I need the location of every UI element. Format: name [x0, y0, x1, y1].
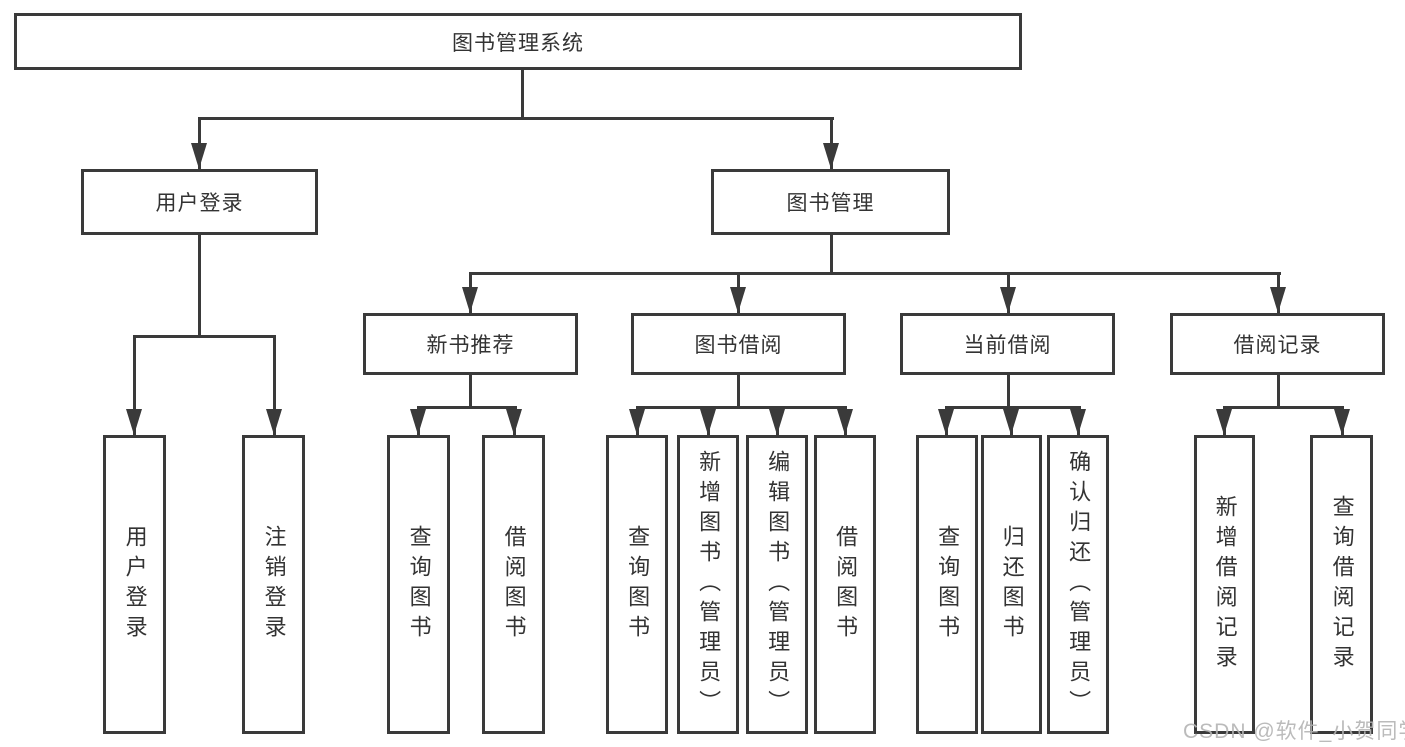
- leaf-return-books-label: 归还图书: [999, 524, 1025, 645]
- leaf-add-borrow-record: 新增借阅记录: [1194, 435, 1255, 734]
- arrow-down-icon: [1003, 409, 1019, 435]
- leaf-borrow-books-new-book: 借阅图书: [482, 435, 545, 734]
- connector-new-book-trunk: [468, 375, 472, 407]
- node-new-book-recommend-label: 新书推荐: [426, 334, 515, 357]
- arrow-down-icon: [1070, 409, 1086, 435]
- arrow-down-icon: [1334, 409, 1350, 435]
- node-library-system: 图书管理系统: [14, 13, 1022, 70]
- connector-borrow-records-trunk: [1276, 375, 1280, 407]
- node-user-login: 用户登录: [81, 169, 318, 235]
- connector-drop-leaf-logout: [272, 336, 276, 435]
- arrow-down-icon: [730, 287, 746, 313]
- leaf-query-books-new-book: 查询图书: [387, 435, 450, 734]
- leaf-user-login: 用户登录: [103, 435, 166, 734]
- connector-drop-leaf-user-login: [132, 336, 136, 435]
- node-new-book-recommend: 新书推荐: [363, 313, 578, 375]
- leaf-confirm-return-admin: 确认归还（管理员）: [1047, 435, 1109, 734]
- node-user-login-label: 用户登录: [155, 192, 244, 215]
- leaf-confirm-return-admin-label: 确认归还（管理员）: [1066, 449, 1092, 720]
- arrow-down-icon: [1216, 409, 1232, 435]
- leaf-edit-books-admin: 编辑图书（管理员）: [746, 435, 808, 734]
- connector-current-borrow-split: [944, 405, 1081, 409]
- leaf-query-books-label: 查询图书: [935, 524, 961, 645]
- connector-book-borrow-trunk: [736, 375, 740, 407]
- leaf-borrow-books-book-borrow: 借阅图书: [814, 435, 876, 734]
- arrow-down-icon: [410, 409, 426, 435]
- node-borrow-records-label: 借阅记录: [1233, 334, 1322, 357]
- leaf-logout: 注销登录: [242, 435, 305, 734]
- connector-user-login-trunk: [197, 235, 201, 336]
- node-book-borrow: 图书借阅: [631, 313, 846, 375]
- arrow-down-icon: [191, 143, 207, 169]
- arrow-down-icon: [266, 409, 282, 435]
- csdn-watermark: CSDN @软件_小贺同学: [1183, 720, 1405, 743]
- node-book-borrow-label: 图书借阅: [694, 334, 783, 357]
- arrow-down-icon: [769, 409, 785, 435]
- leaf-user-login-label: 用户登录: [122, 524, 148, 645]
- arrow-down-icon: [462, 287, 478, 313]
- node-borrow-records: 借阅记录: [1170, 313, 1385, 375]
- leaf-query-borrow-record: 查询借阅记录: [1310, 435, 1373, 734]
- leaf-edit-books-admin-label: 编辑图书（管理员）: [765, 449, 791, 720]
- leaf-borrow-books-label: 借阅图书: [833, 524, 859, 645]
- arrow-down-icon: [1270, 287, 1286, 313]
- arrow-down-icon: [823, 143, 839, 169]
- connector-root-trunk: [520, 70, 524, 118]
- connector-root-split: [197, 116, 834, 120]
- node-current-borrow: 当前借阅: [900, 313, 1115, 375]
- connector-user-login-split: [132, 334, 276, 338]
- node-library-system-label: 图书管理系统: [452, 31, 584, 55]
- leaf-add-books-admin: 新增图书（管理员）: [677, 435, 739, 734]
- leaf-query-books-label: 查询图书: [625, 524, 651, 645]
- connector-new-book-split: [416, 405, 517, 409]
- leaf-add-books-admin-label: 新增图书（管理员）: [696, 449, 722, 720]
- connector-book-management-split: [468, 271, 1281, 275]
- arrow-down-icon: [938, 409, 954, 435]
- arrow-down-icon: [126, 409, 142, 435]
- node-book-management: 图书管理: [711, 169, 950, 235]
- connector-current-borrow-trunk: [1006, 375, 1010, 407]
- leaf-add-borrow-record-label: 新增借阅记录: [1212, 494, 1238, 675]
- arrow-down-icon: [700, 409, 716, 435]
- node-current-borrow-label: 当前借阅: [963, 334, 1052, 357]
- connector-book-borrow-split: [635, 405, 847, 409]
- leaf-logout-label: 注销登录: [261, 524, 287, 645]
- connector-book-management-trunk: [829, 235, 833, 273]
- leaf-query-books-label: 查询图书: [406, 524, 432, 645]
- arrow-down-icon: [506, 409, 522, 435]
- connector-borrow-records-split: [1222, 405, 1344, 409]
- leaf-query-borrow-record-label: 查询借阅记录: [1329, 494, 1355, 675]
- arrow-down-icon: [1000, 287, 1016, 313]
- leaf-query-books-current-borrow: 查询图书: [916, 435, 978, 734]
- arrow-down-icon: [837, 409, 853, 435]
- leaf-return-books: 归还图书: [981, 435, 1042, 734]
- leaf-borrow-books-label: 借阅图书: [501, 524, 527, 645]
- node-book-management-label: 图书管理: [786, 192, 875, 215]
- leaf-query-books-book-borrow: 查询图书: [606, 435, 668, 734]
- arrow-down-icon: [629, 409, 645, 435]
